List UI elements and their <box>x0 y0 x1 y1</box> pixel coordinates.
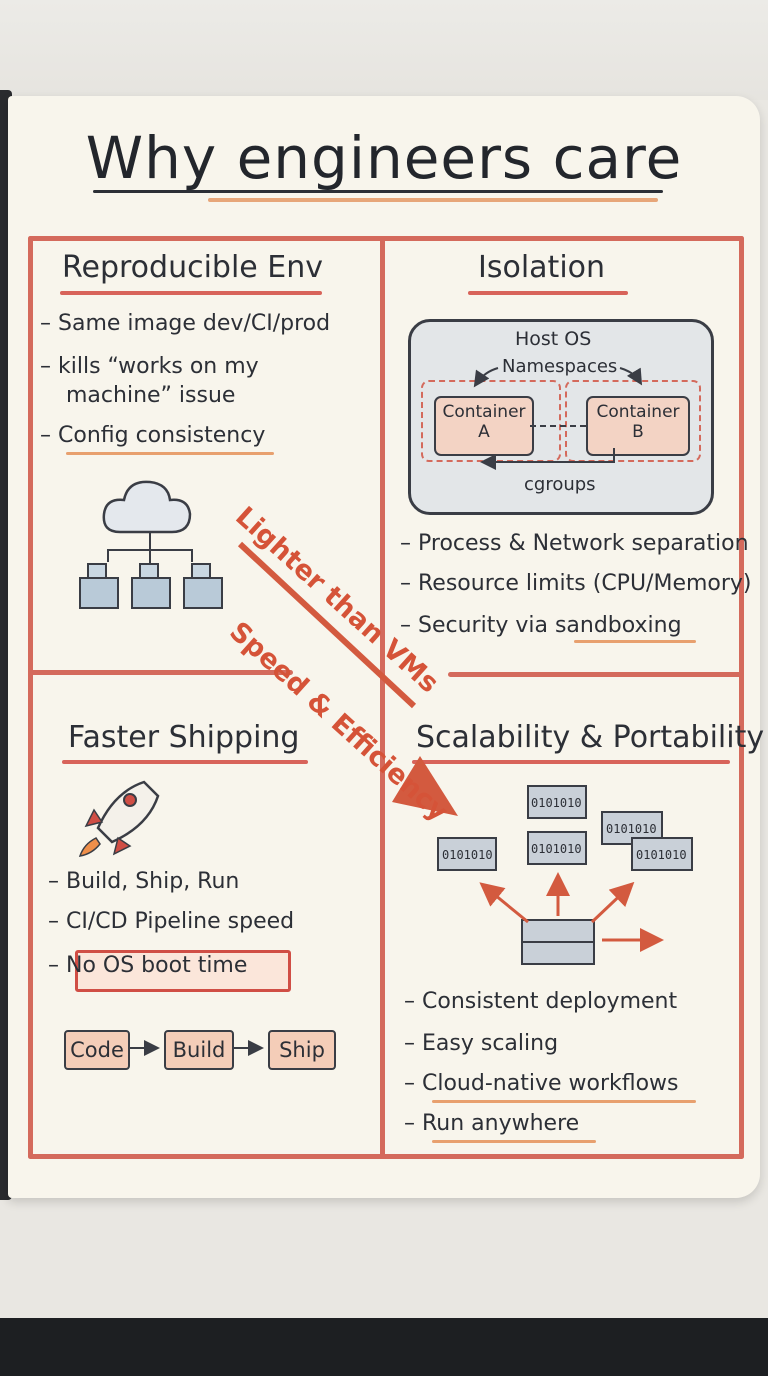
list-item: – Config consistency <box>40 423 266 448</box>
cgroups-label: cgroups <box>524 474 596 495</box>
section-title-faster: Faster Shipping <box>68 720 300 755</box>
rocket-icon <box>78 780 160 857</box>
frame-center <box>380 236 385 1159</box>
cloud-icon <box>102 480 192 534</box>
frame-middle-left <box>28 670 293 675</box>
list-item: – Security via sandboxing <box>400 613 682 638</box>
illustrations-layer: 0101010 0101010 0101010 0101010 0101010 <box>78 367 693 1056</box>
section-underline <box>412 760 730 764</box>
notebook-page: Why engineers care Reproducible Env – Sa… <box>8 96 764 1198</box>
title-underline <box>93 190 663 193</box>
desk-edge <box>0 1318 768 1376</box>
namespace-arrows <box>473 367 643 470</box>
server-label: 0101010 <box>531 842 582 856</box>
scale-arrows <box>479 872 664 952</box>
server-label: 0101010 <box>531 796 582 810</box>
list-item: – CI/CD Pipeline speed <box>48 909 295 934</box>
container-b-id: B <box>632 422 644 442</box>
list-item: machine” issue <box>66 383 236 408</box>
section-underline <box>62 760 308 764</box>
network-lines-icon <box>107 532 193 564</box>
container-a-id: A <box>478 422 490 442</box>
server-label: 0101010 <box>442 848 493 862</box>
desk-background <box>0 0 768 100</box>
server-label: 0101010 <box>606 822 657 836</box>
section-title-scalability: Scalability & Portability <box>416 720 765 755</box>
list-item: – Cloud-native workflows <box>404 1071 679 1096</box>
list-item: – Build, Ship, Run <box>48 869 240 894</box>
container-cubes-icon <box>79 563 223 609</box>
host-os-label: Host OS <box>515 328 592 350</box>
section-title-isolation: Isolation <box>478 250 606 285</box>
list-item: – No OS boot time <box>48 953 248 978</box>
namespaces-label: Namespaces <box>502 356 618 377</box>
list-item: – kills “works on my <box>40 354 259 379</box>
title-accent-underline <box>208 198 658 202</box>
flow-step-build: Build <box>164 1030 234 1070</box>
highlight-box <box>75 950 291 992</box>
list-item: – Resource limits (CPU/Memory) <box>400 571 752 596</box>
list-item: – Run anywhere <box>404 1111 580 1136</box>
frame-top <box>28 236 744 241</box>
list-item: – Consistent deployment <box>404 989 678 1014</box>
section-underline <box>468 291 628 295</box>
server-labels: 0101010 0101010 0101010 0101010 0101010 <box>442 796 687 862</box>
list-item: – Process & Network separation <box>400 531 749 556</box>
frame-bottom <box>28 1154 744 1159</box>
frame-right <box>739 236 744 1159</box>
diagonal-arrow <box>237 541 458 816</box>
container-a-box: Container A <box>434 396 534 456</box>
container-b-box: Container B <box>586 396 690 456</box>
highlight-underline <box>574 640 696 643</box>
highlight-underline <box>432 1100 696 1103</box>
highlight-underline <box>66 452 274 455</box>
frame-left <box>28 236 33 1159</box>
container-a-label: Container <box>442 402 526 422</box>
flow-step-code: Code <box>64 1030 130 1070</box>
section-underline <box>60 291 322 295</box>
container-b-label: Container <box>596 402 680 422</box>
page-title: Why engineers care <box>85 124 683 192</box>
server-cluster-icon <box>437 785 693 965</box>
server-label: 0101010 <box>636 848 687 862</box>
list-item: – Easy scaling <box>404 1031 559 1056</box>
section-title-reproducible: Reproducible Env <box>62 250 324 285</box>
highlight-underline <box>432 1140 596 1143</box>
flow-step-ship: Ship <box>268 1030 336 1070</box>
frame-middle-right <box>448 672 744 677</box>
list-item: – Same image dev/CI/prod <box>40 311 331 336</box>
